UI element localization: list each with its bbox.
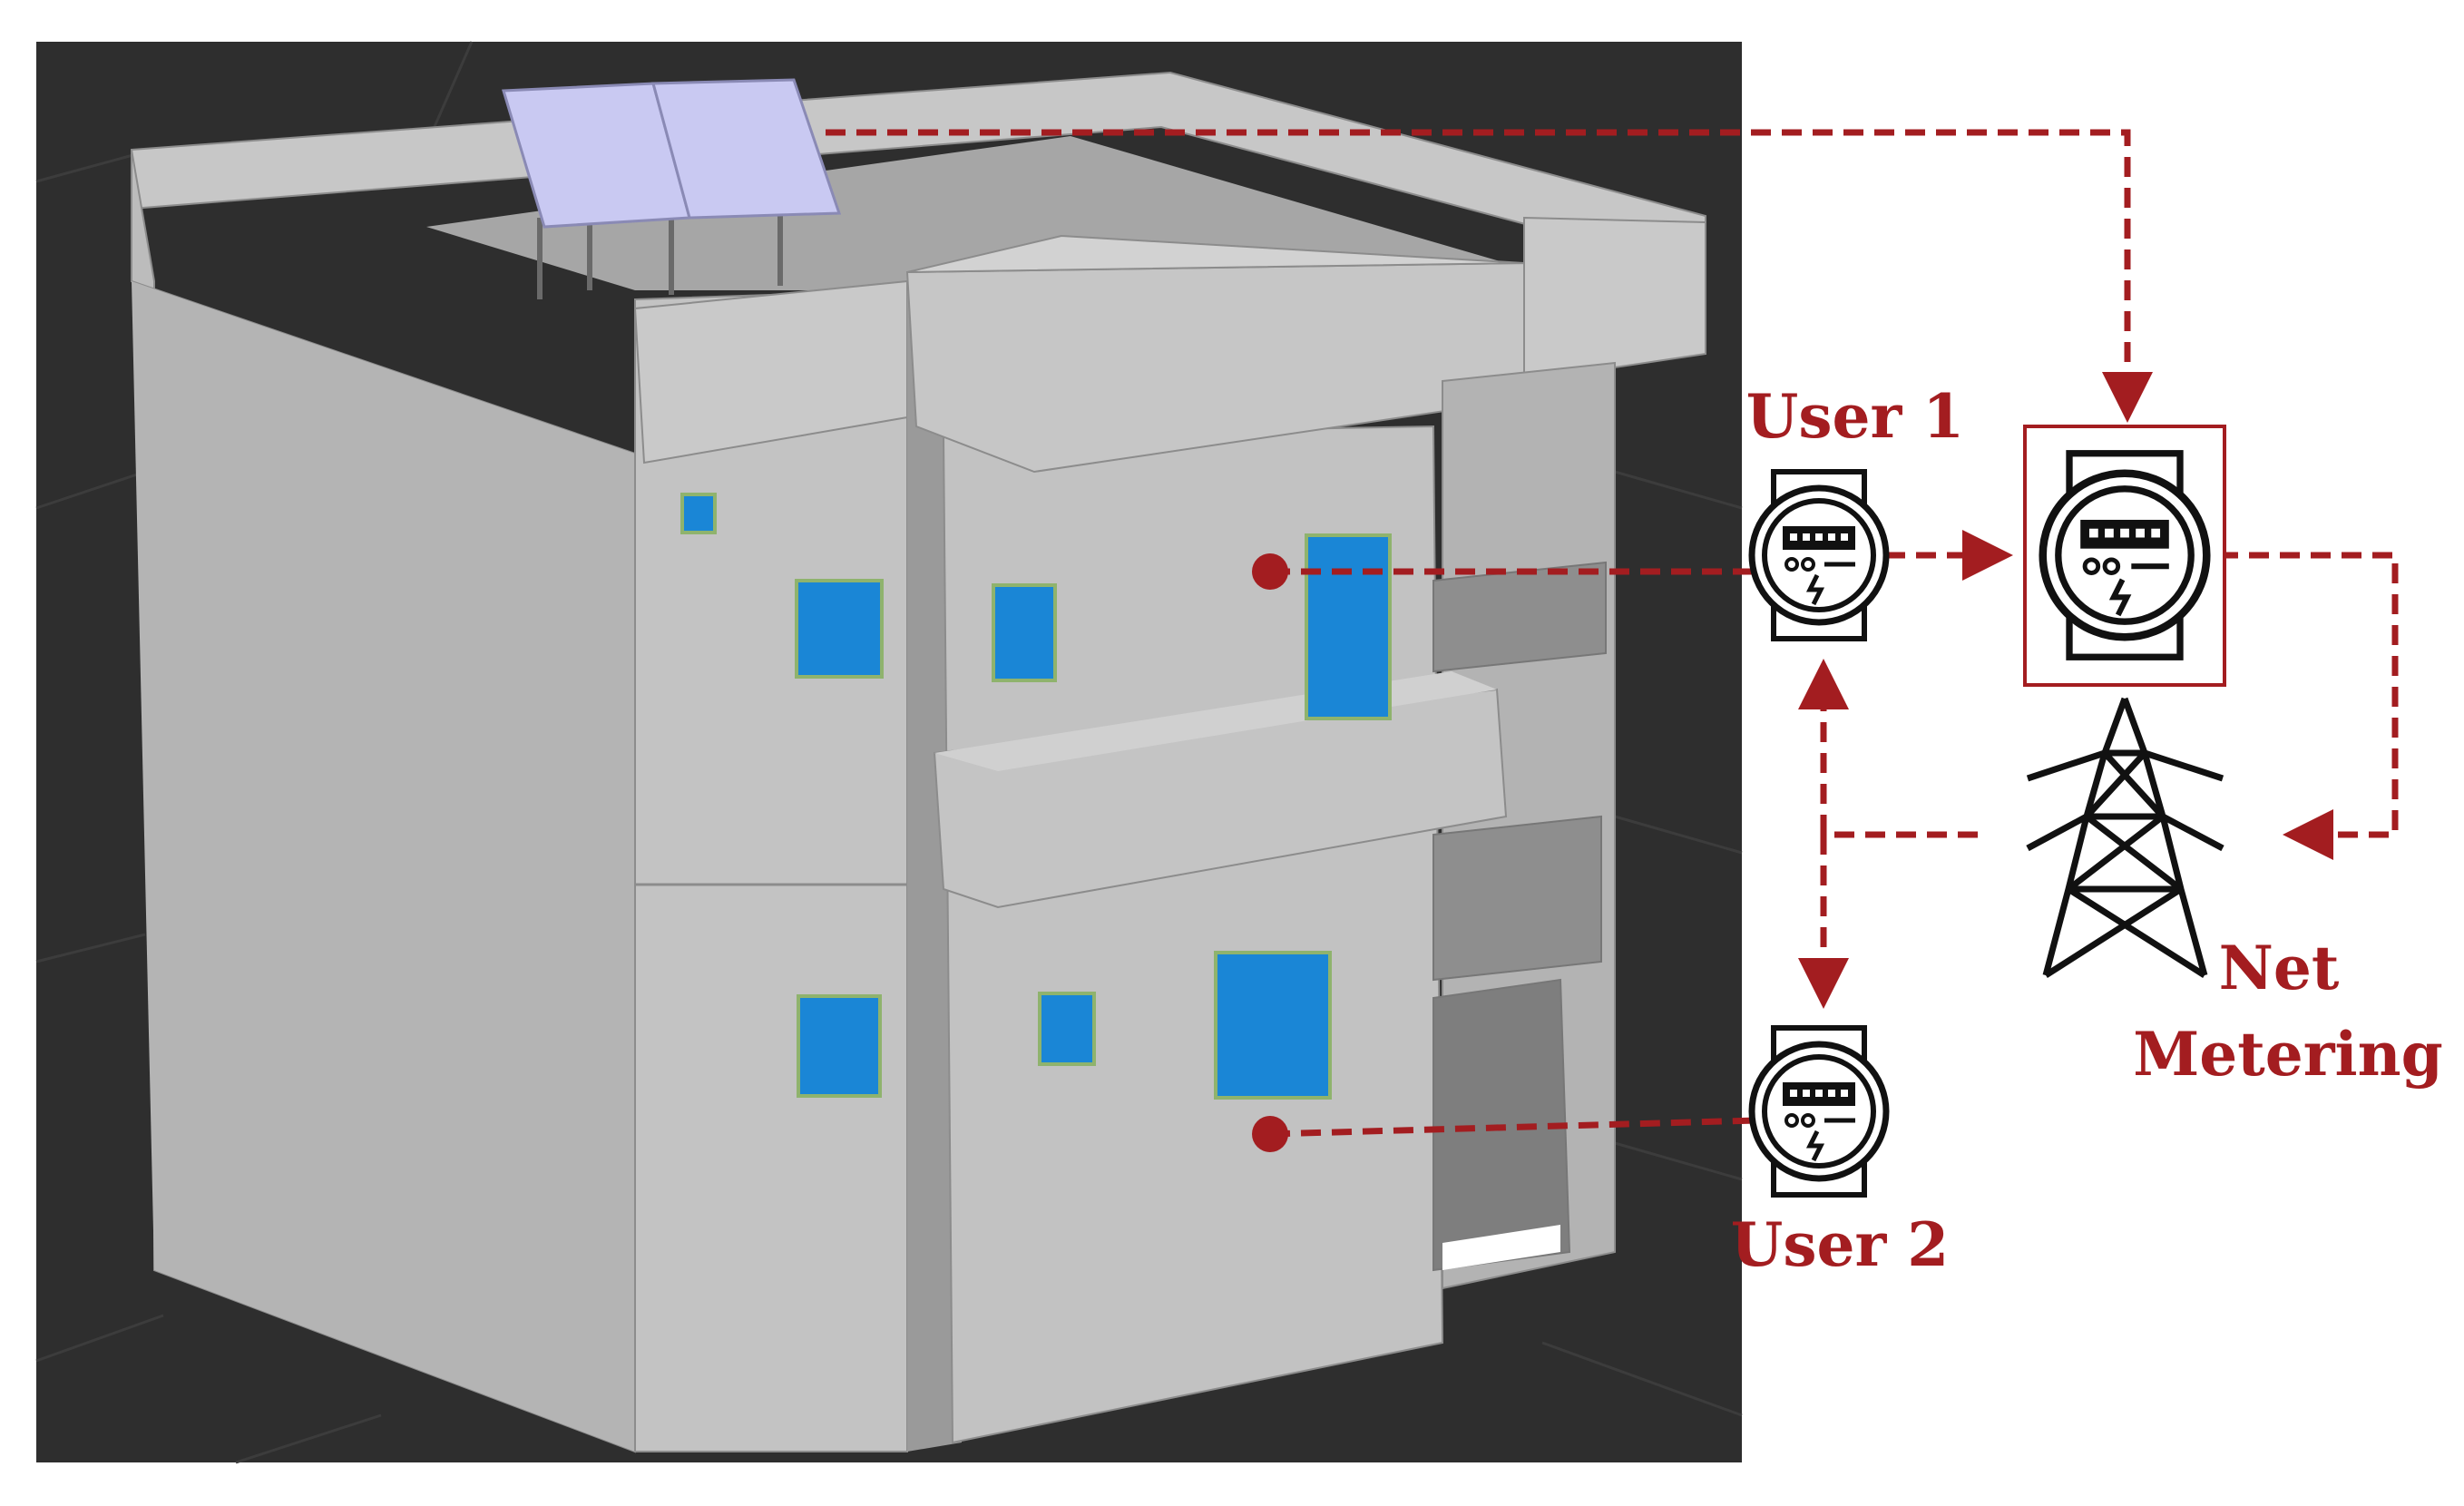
solar-to-net-meter-line — [826, 129, 2153, 423]
solar-panels — [502, 78, 842, 299]
net-meter-icon — [2043, 454, 2207, 657]
windows — [680, 493, 1392, 1100]
net-meter-to-grid-line — [2218, 552, 2399, 860]
connections — [826, 129, 2399, 1138]
net-metering-label-line1: Net — [2219, 933, 2340, 1003]
left-wing-front — [634, 288, 908, 1452]
user1-meter-icon — [1752, 472, 1886, 639]
user1-marker-dot — [1252, 553, 1288, 590]
window — [1038, 992, 1096, 1066]
user2-to-meter-line — [1269, 1117, 1756, 1138]
upper-parapet-top — [906, 234, 1525, 273]
window — [992, 583, 1057, 682]
net-metering-label-line2: Metering — [2133, 1019, 2443, 1090]
window — [797, 994, 882, 1098]
user2-label: User 2 — [1731, 1209, 1949, 1280]
window — [1214, 951, 1332, 1100]
user1-label: User 1 — [1746, 381, 1964, 452]
tower-opening-floor — [1442, 1225, 1560, 1270]
building-left-face — [132, 281, 635, 1452]
user2-meter-icon — [1752, 1028, 1886, 1195]
solar-panel — [651, 78, 842, 220]
tower-opening-middle — [1432, 815, 1602, 982]
building-render — [35, 41, 1743, 1464]
window — [680, 493, 717, 534]
tower-opening-upper — [1432, 561, 1607, 673]
stair-tower — [1523, 216, 1706, 383]
user2-marker-dot — [1252, 1116, 1288, 1152]
window-door — [1305, 533, 1392, 720]
transmission-tower-icon — [2026, 697, 2224, 978]
window — [795, 579, 884, 679]
